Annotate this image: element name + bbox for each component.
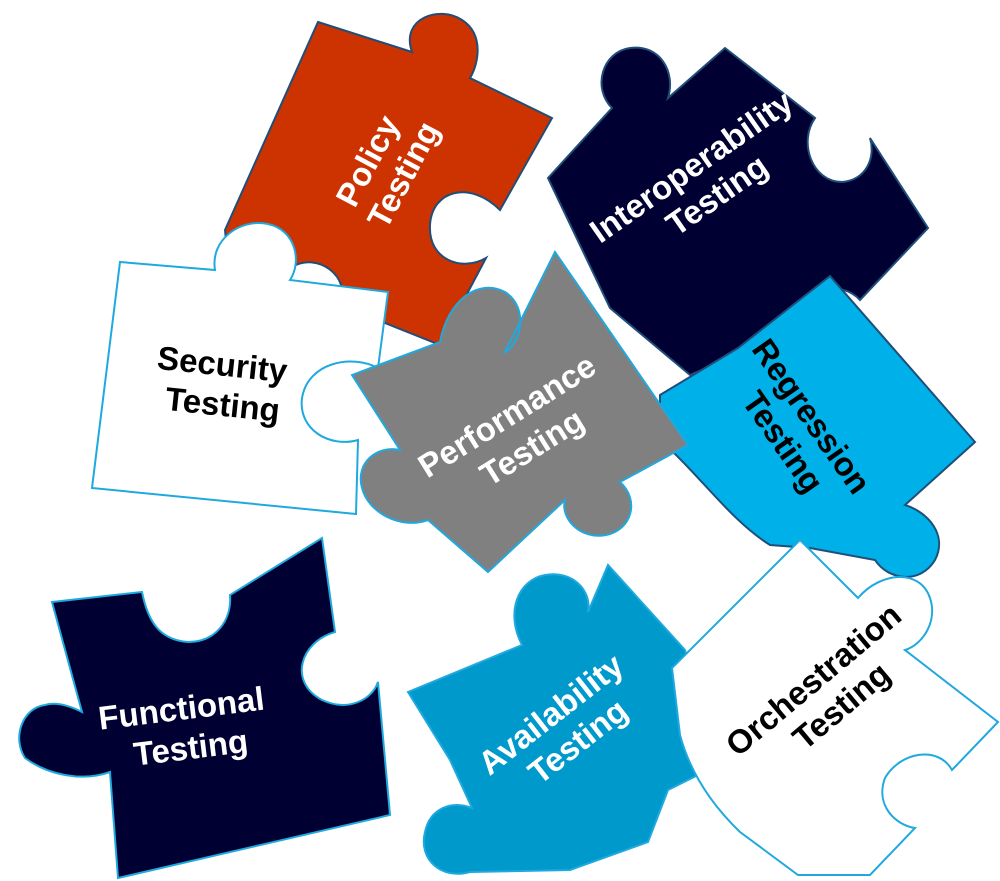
- puzzle-piece-orchestration-shape: [670, 538, 1000, 876]
- puzzle-piece-performance-shape: [350, 250, 690, 574]
- piece-interoperability: Interoperability Testing: [546, 46, 930, 377]
- piece-functional: Functional Testing: [18, 536, 392, 880]
- puzzle-piece-functional-shape: [18, 536, 392, 880]
- piece-availability: Availability Testing: [406, 563, 720, 875]
- piece-security: Security Testing: [90, 222, 390, 516]
- piece-performance: Performance Testing: [350, 250, 690, 574]
- piece-regression: Regression Testing: [659, 274, 977, 578]
- piece-orchestration: Orchestration Testing: [670, 538, 1000, 876]
- puzzle-piece-regression-shape: [659, 274, 977, 578]
- puzzle-piece-availability-shape: [406, 563, 720, 875]
- piece-policy: Policy Testing: [223, 12, 554, 347]
